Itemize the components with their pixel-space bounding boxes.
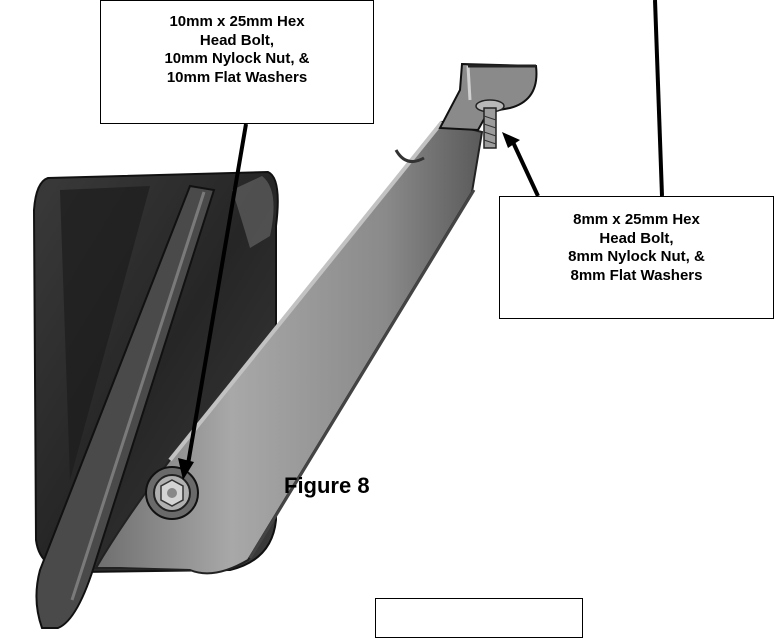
leader-line-top bbox=[653, 0, 664, 197]
callout-8mm-hardware: 8mm x 25mm Hex Head Bolt, 8mm Nylock Nut… bbox=[499, 196, 774, 319]
callout-10mm-line-3: 10mm Nylock Nut, & bbox=[164, 50, 310, 67]
arrow-10mm bbox=[178, 123, 248, 480]
figure-label: Figure 8 bbox=[284, 473, 370, 498]
bolt-10mm bbox=[145, 466, 199, 520]
bolt-8mm bbox=[483, 107, 497, 149]
callout-10mm-line-2: Head Bolt, bbox=[199, 31, 275, 49]
callout-10mm-line-1: 10mm x 25mm Hex bbox=[169, 13, 305, 30]
arrow-8mm bbox=[502, 132, 540, 197]
callout-8mm-line-4: 8mm Flat Washers bbox=[570, 266, 703, 284]
top-clip bbox=[438, 62, 538, 132]
gusset-plate bbox=[35, 184, 216, 629]
callout-bottom-box bbox=[375, 598, 583, 638]
callout-8mm-line-2: Head Bolt, bbox=[599, 229, 674, 247]
callout-8mm-line-1: 8mm x 25mm Hex bbox=[573, 211, 700, 228]
callout-10mm-hardware: 10mm x 25mm Hex Head Bolt, 10mm Nylock N… bbox=[100, 0, 374, 124]
callout-8mm-line-3: 8mm Nylock Nut, & bbox=[568, 248, 705, 265]
callout-10mm-line-4: 10mm Flat Washers bbox=[166, 68, 308, 86]
